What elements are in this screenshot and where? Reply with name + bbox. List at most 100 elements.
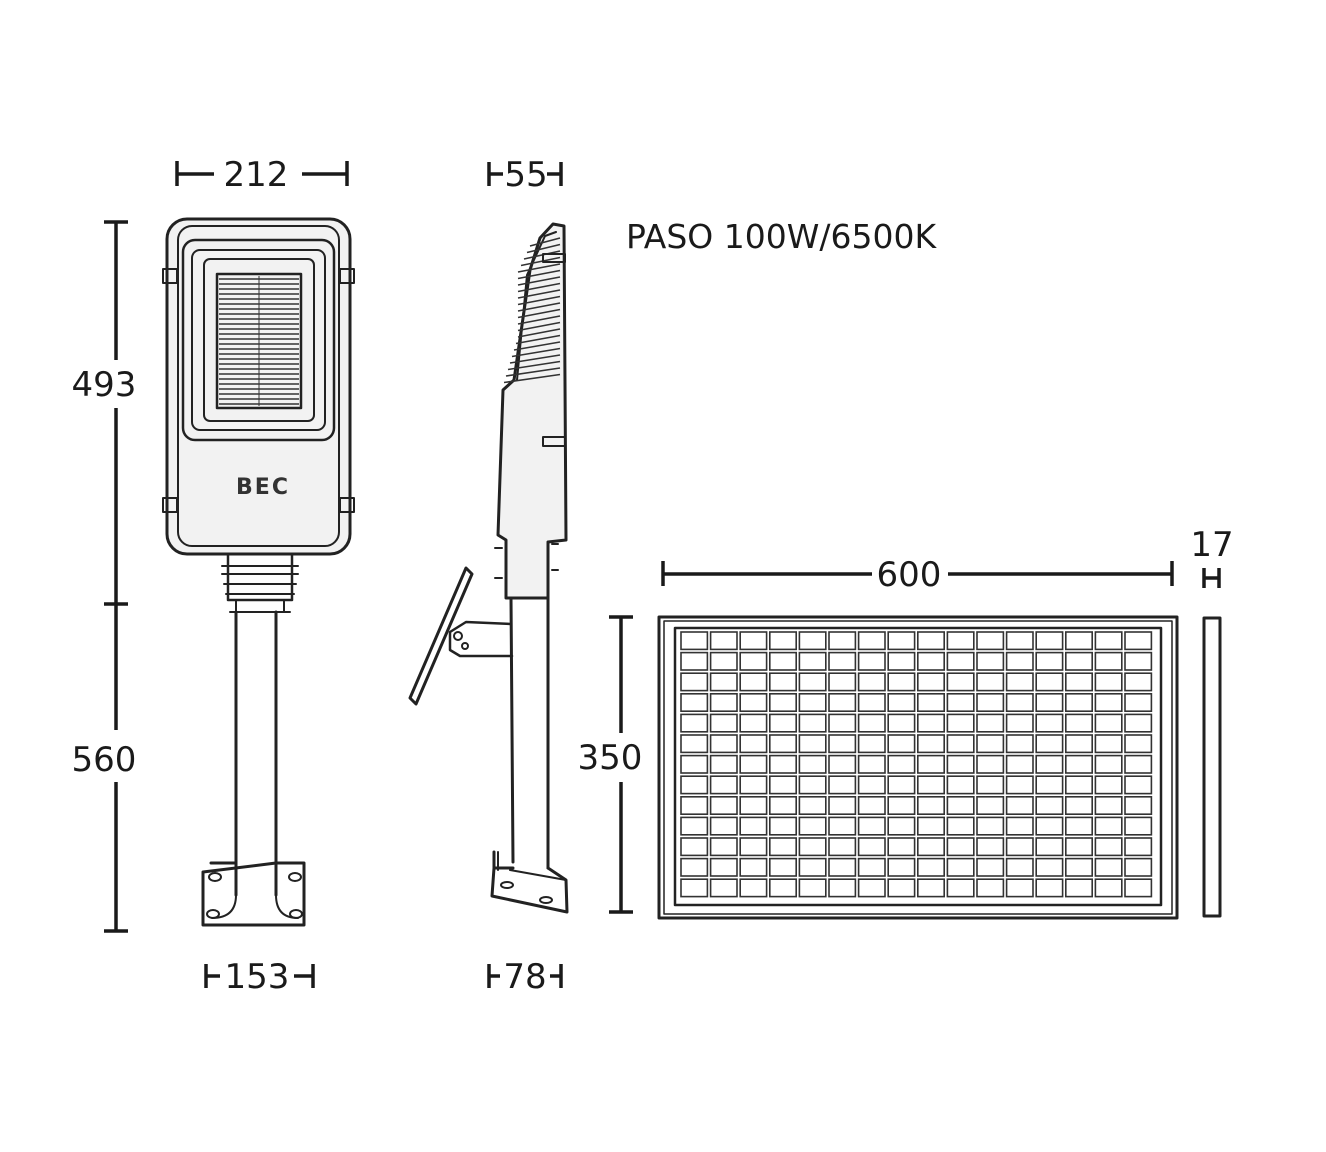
panel-cell <box>739 816 768 836</box>
panel-cell <box>1094 795 1123 815</box>
panel-cell <box>739 795 768 815</box>
panel-cell <box>1005 631 1034 651</box>
panel-cell <box>709 692 738 712</box>
panel-cell <box>828 692 857 712</box>
panel-cell <box>976 816 1005 836</box>
panel-cell <box>946 631 975 651</box>
panel-cell <box>1094 857 1123 877</box>
panel-cell <box>1065 713 1094 733</box>
panel-cell <box>1124 816 1153 836</box>
panel-cell <box>887 631 916 651</box>
panel-cell <box>946 734 975 754</box>
panel-cell <box>739 837 768 857</box>
panel-cell <box>1035 878 1064 898</box>
panel-cell <box>1124 734 1153 754</box>
panel-cell <box>887 837 916 857</box>
panel-cell <box>887 672 916 692</box>
panel-cell <box>976 672 1005 692</box>
panel-cell <box>887 754 916 774</box>
side-panel-edge <box>408 566 474 706</box>
panel-cell <box>680 837 709 857</box>
panel-cell <box>1065 754 1094 774</box>
panel-cell <box>857 672 886 692</box>
panel-cell <box>1035 857 1064 877</box>
panel-cell <box>828 754 857 774</box>
panel-cell <box>1124 857 1153 877</box>
panel-cell <box>1094 651 1123 671</box>
solar-panel-view: 600 350 17 <box>578 525 1234 920</box>
panel-cell <box>946 713 975 733</box>
panel-cell <box>680 878 709 898</box>
panel-cell <box>680 754 709 774</box>
front-pole <box>234 610 278 897</box>
panel-cell <box>976 775 1005 795</box>
panel-cell <box>1065 816 1094 836</box>
panel-cell <box>916 734 945 754</box>
panel-cell <box>887 713 916 733</box>
panel-cell <box>1035 775 1064 795</box>
panel-cell <box>887 775 916 795</box>
panel-cell <box>1065 878 1094 898</box>
panel-cell <box>680 857 709 877</box>
panel-cell <box>828 837 857 857</box>
panel-cell <box>1124 713 1153 733</box>
panel-cell <box>1124 795 1153 815</box>
panel-cell <box>828 672 857 692</box>
panel-cell <box>828 795 857 815</box>
panel-cell <box>916 878 945 898</box>
side-view: 55 <box>408 155 569 997</box>
panel-cell <box>1094 837 1123 857</box>
panel-cell <box>768 692 797 712</box>
panel-cell <box>828 878 857 898</box>
panel-cell <box>1035 837 1064 857</box>
panel-cell <box>976 754 1005 774</box>
panel-cell <box>857 651 886 671</box>
panel-cell <box>857 713 886 733</box>
panel-cell <box>798 795 827 815</box>
panel-cell <box>1035 713 1064 733</box>
dim-side-width: 55 <box>487 155 563 195</box>
panel-cell <box>857 857 886 877</box>
dim-panel-width-label: 600 <box>877 555 942 595</box>
panel-cell <box>709 754 738 774</box>
panel-cell <box>828 631 857 651</box>
dim-front-width-label: 212 <box>224 155 289 195</box>
panel-cell <box>1035 692 1064 712</box>
panel-cell <box>916 775 945 795</box>
panel-cell <box>976 734 1005 754</box>
panel-side-edge <box>1202 616 1222 918</box>
panel-cell <box>857 734 886 754</box>
panel-cell <box>709 672 738 692</box>
panel-cell <box>739 775 768 795</box>
panel-cell <box>916 713 945 733</box>
panel-cell <box>887 651 916 671</box>
dim-panel-width: 600 <box>661 555 1174 595</box>
panel-cell <box>976 795 1005 815</box>
panel-cell <box>857 775 886 795</box>
panel-cell <box>798 878 827 898</box>
panel-cell <box>680 816 709 836</box>
panel-cell <box>709 857 738 877</box>
panel-cell <box>946 878 975 898</box>
panel-cell <box>887 734 916 754</box>
panel-cell <box>1094 734 1123 754</box>
panel-cell <box>1005 775 1034 795</box>
dim-panel-height-label: 350 <box>578 738 643 778</box>
panel-cell <box>1065 631 1094 651</box>
dim-panel-thickness: 17 <box>1190 525 1234 588</box>
panel-cell <box>739 692 768 712</box>
brand-logo: BEC <box>236 475 290 500</box>
dim-left-vertical: 493 560 <box>72 220 136 933</box>
side-heat-fins <box>503 237 561 384</box>
front-lamp-body: BEC <box>162 217 355 556</box>
panel-cell <box>768 837 797 857</box>
panel-cell <box>916 631 945 651</box>
panel-cell <box>1094 692 1123 712</box>
panel-cell <box>916 672 945 692</box>
panel-cell <box>1005 816 1034 836</box>
panel-cell <box>1065 795 1094 815</box>
panel-cell <box>887 795 916 815</box>
panel-cell <box>1065 837 1094 857</box>
panel-cell <box>946 651 975 671</box>
panel-cell <box>739 713 768 733</box>
